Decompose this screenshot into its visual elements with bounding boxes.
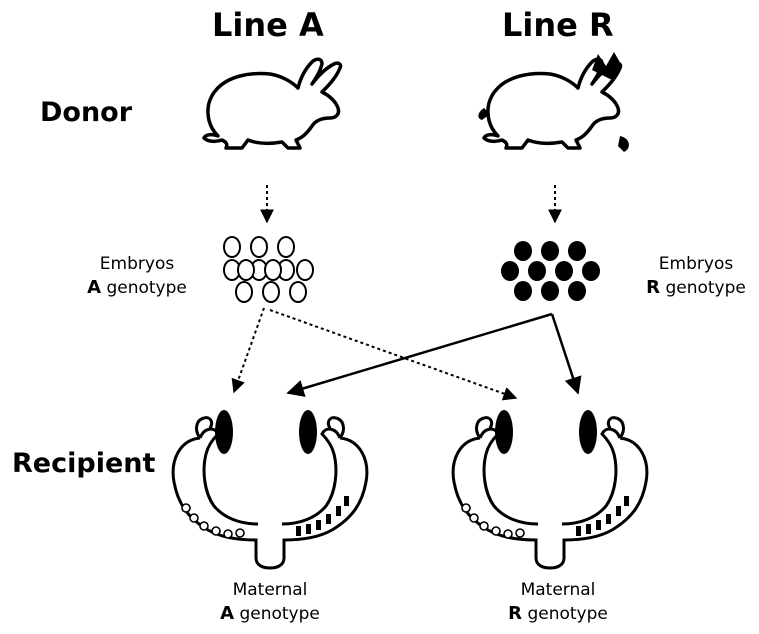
rabbit-himalayan-icon [478, 52, 629, 152]
arrow-embryos-a-to-recipient-r [270, 310, 516, 398]
rabbit-white-icon [204, 59, 341, 148]
uterus-icon-r [453, 410, 647, 568]
uterus-icon-a [173, 410, 367, 568]
arrow-embryos-a-to-recipient-a [234, 308, 264, 392]
arrow-embryos-r-to-recipient-a [288, 314, 552, 393]
embryo-cluster-white-icon [224, 237, 313, 302]
embryo-cluster-black-icon [501, 241, 600, 301]
arrow-embryos-r-to-recipient-r [552, 314, 578, 393]
